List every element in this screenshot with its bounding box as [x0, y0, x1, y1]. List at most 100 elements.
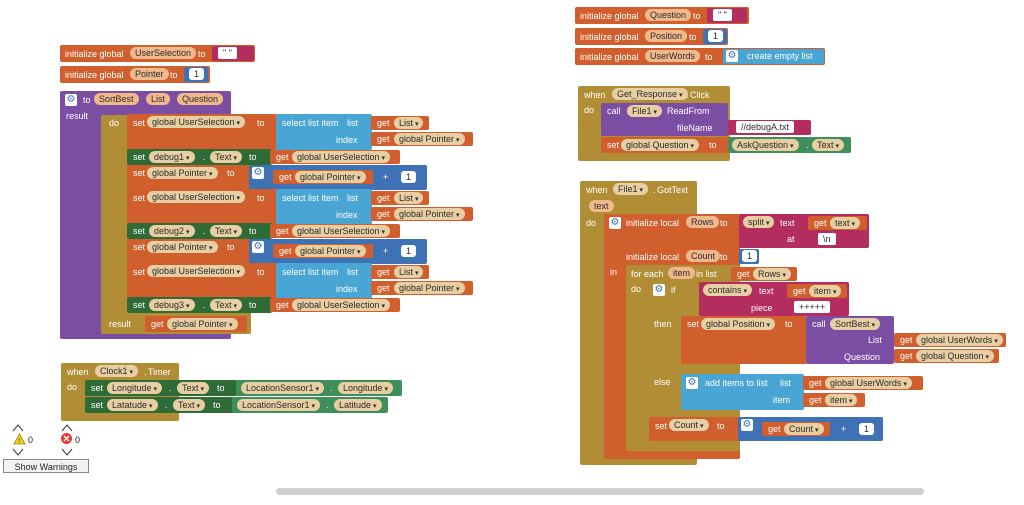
set-userselection-block[interactable]: set global UserSelection to: [127, 263, 277, 299]
local-var-count[interactable]: Count: [686, 250, 721, 262]
select-list-item-block[interactable]: select list item list index: [276, 263, 372, 299]
component-dropdown[interactable]: debug2: [149, 225, 195, 237]
get-var-dropdown[interactable]: global UserSelection: [292, 151, 391, 163]
warning-prev-arrow-icon[interactable]: [12, 424, 24, 432]
component-dropdown[interactable]: AskQuestion: [732, 139, 799, 151]
component-dropdown[interactable]: Get_Response: [612, 88, 688, 100]
number-value[interactable]: 1: [742, 250, 758, 262]
procedure-name[interactable]: SortBest: [94, 93, 139, 105]
get-pointer-block[interactable]: get global Pointer: [273, 170, 373, 184]
get-pointer-block[interactable]: get global Pointer: [273, 244, 373, 258]
get-list-block[interactable]: get List: [371, 265, 429, 279]
set-userselection-block[interactable]: set global UserSelection to: [127, 114, 277, 150]
number-block[interactable]: 1: [184, 67, 208, 82]
number-block[interactable]: 1: [703, 29, 727, 44]
property-dropdown[interactable]: Text: [210, 151, 242, 163]
get-userwords-block[interactable]: get global UserWords: [894, 333, 1006, 347]
get-userselection-block[interactable]: get global UserSelection: [270, 150, 400, 164]
component-dropdown[interactable]: debug1: [149, 151, 195, 163]
math-add-block[interactable]: ⚙ get Count + 1: [738, 417, 883, 441]
set-var-dropdown[interactable]: global Position: [701, 318, 776, 330]
text-value[interactable]: +++++: [794, 301, 831, 313]
add-items-to-list-block[interactable]: ⚙ add items to list list item: [681, 374, 804, 410]
init-global-userwords-block[interactable]: initialize global UserWords to ⚙ create …: [575, 48, 825, 65]
set-count-block[interactable]: set Count to: [649, 417, 739, 441]
text-block-piece[interactable]: +++++: [788, 300, 847, 315]
text-value[interactable]: \n: [818, 233, 836, 245]
get-pointer-block[interactable]: get global Pointer: [371, 281, 473, 295]
set-pointer-block[interactable]: set global Pointer to: [127, 165, 252, 190]
get-count-block[interactable]: get Count: [762, 422, 830, 436]
mutator-gear-icon[interactable]: ⚙: [686, 377, 698, 389]
init-global-pointer-block[interactable]: initialize global Pointer to 1: [60, 66, 210, 83]
horizontal-scrollbar[interactable]: [276, 488, 924, 495]
property-dropdown[interactable]: Text: [210, 225, 242, 237]
init-global-userselection-block[interactable]: initialize global UserSelection to " ": [60, 45, 255, 62]
component-dropdown[interactable]: Longitude: [107, 382, 163, 394]
call-file1-readfrom-block[interactable]: call File1 ReadFrom fileName: [601, 103, 728, 136]
loop-var-item[interactable]: item: [668, 267, 696, 279]
get-list-block[interactable]: get List: [371, 116, 429, 130]
call-sortbest-block[interactable]: call SortBest List Question: [806, 316, 894, 364]
procedure-dropdown[interactable]: SortBest: [830, 318, 880, 330]
mutator-gear-icon[interactable]: ⚙: [65, 94, 77, 106]
set-var-dropdown[interactable]: global UserSelection: [147, 116, 246, 128]
math-add-block[interactable]: ⚙ get global Pointer + 1: [249, 165, 427, 190]
get-userwords-block[interactable]: get global UserWords: [803, 376, 923, 390]
get-var-dropdown[interactable]: text: [830, 217, 860, 229]
get-userselection-block[interactable]: get global UserSelection: [270, 224, 400, 238]
locationsensor-latitude-getter[interactable]: LocationSensor1 . Latitude: [232, 397, 388, 413]
set-debug2-text-block[interactable]: set debug2 . Text to: [127, 223, 272, 239]
set-position-block[interactable]: set global Position to: [681, 316, 807, 364]
error-next-arrow-icon[interactable]: [61, 448, 73, 456]
var-name-pointer[interactable]: Pointer: [130, 68, 169, 80]
number-value[interactable]: 1: [189, 68, 205, 80]
property-dropdown[interactable]: Text: [210, 299, 242, 311]
get-question-block[interactable]: get global Question: [894, 349, 999, 363]
locationsensor-longitude-getter[interactable]: LocationSensor1 . Longitude: [236, 380, 402, 396]
get-var-dropdown[interactable]: item: [825, 394, 858, 406]
set-debug1-text-block[interactable]: set debug1 . Text to: [127, 149, 272, 165]
get-var-dropdown[interactable]: global UserSelection: [292, 225, 391, 237]
get-var-dropdown[interactable]: item: [809, 285, 842, 297]
get-var-dropdown[interactable]: global Pointer: [394, 208, 465, 220]
get-var-dropdown[interactable]: List: [394, 266, 424, 278]
set-var-dropdown[interactable]: global UserSelection: [147, 191, 246, 203]
number-value[interactable]: 1: [708, 30, 724, 42]
set-userselection-block[interactable]: set global UserSelection to: [127, 189, 277, 225]
init-global-position-block[interactable]: initialize global Position to 1: [575, 28, 728, 45]
get-var-dropdown[interactable]: global Question: [916, 350, 995, 362]
text-value[interactable]: " ": [713, 9, 732, 21]
get-var-dropdown[interactable]: List: [394, 117, 424, 129]
get-var-dropdown[interactable]: List: [394, 192, 424, 204]
get-var-dropdown[interactable]: global Pointer: [167, 318, 238, 330]
warning-next-arrow-icon[interactable]: [12, 448, 24, 456]
get-var-dropdown[interactable]: Rows: [753, 268, 791, 280]
mutator-gear-icon[interactable]: ⚙: [741, 419, 753, 431]
property-dropdown[interactable]: Text: [812, 139, 844, 151]
var-name-userwords[interactable]: UserWords: [645, 50, 700, 62]
component-dropdown[interactable]: debug3: [149, 299, 195, 311]
set-var-dropdown[interactable]: Count: [669, 419, 709, 431]
get-var-dropdown[interactable]: global UserWords: [825, 377, 912, 389]
number-value[interactable]: 1: [859, 423, 875, 435]
param-question[interactable]: Question: [177, 93, 224, 105]
get-var-dropdown[interactable]: global Pointer: [394, 282, 465, 294]
error-prev-arrow-icon[interactable]: [61, 424, 73, 432]
get-rows-block[interactable]: get Rows: [731, 267, 797, 281]
property-dropdown[interactable]: Latitude: [334, 399, 382, 411]
get-var-dropdown[interactable]: global Pointer: [394, 133, 465, 145]
select-list-item-block[interactable]: select list item list index: [276, 189, 372, 225]
property-dropdown[interactable]: Text: [177, 382, 209, 394]
get-text-block[interactable]: get text: [808, 216, 867, 230]
math-add-block[interactable]: ⚙ get global Pointer + 1: [249, 239, 427, 264]
show-warnings-button[interactable]: Show Warnings: [3, 459, 89, 473]
text-block-filename[interactable]: //debugA.txt: [728, 120, 811, 135]
property-dropdown[interactable]: Longitude: [338, 382, 394, 394]
property-dropdown[interactable]: Text: [173, 399, 205, 411]
component-dropdown[interactable]: Clock1: [95, 365, 138, 377]
mutator-gear-icon[interactable]: ⚙: [726, 50, 738, 62]
set-var-dropdown[interactable]: global Pointer: [147, 241, 218, 253]
number-block[interactable]: 1: [739, 249, 759, 264]
